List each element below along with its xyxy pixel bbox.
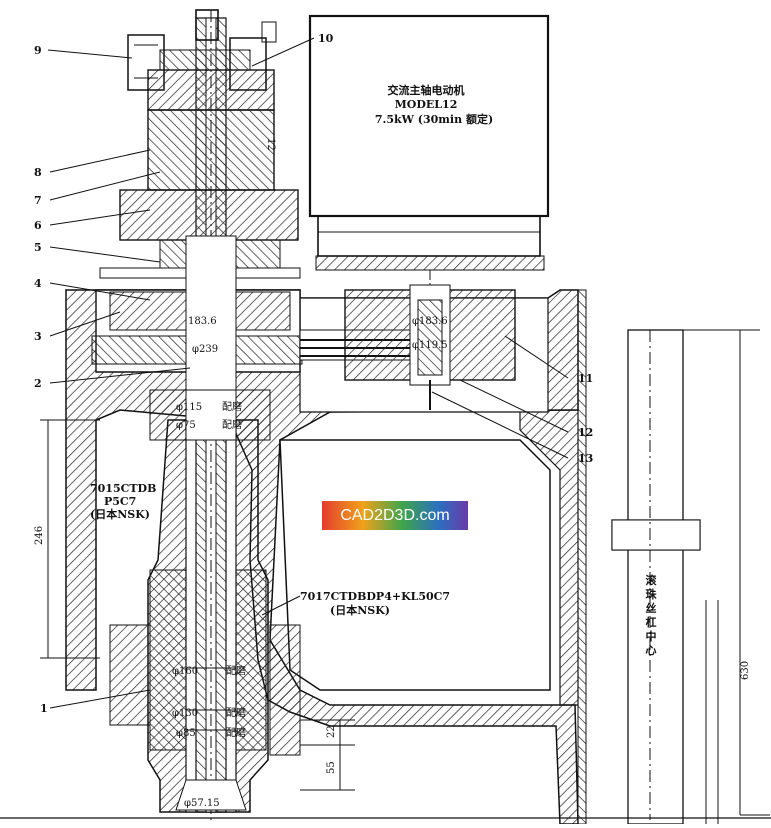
- motor-body: [308, 14, 550, 410]
- dim-57-15: φ57.15: [184, 798, 220, 809]
- screw-char-1: 滚: [646, 573, 658, 587]
- dim-22: 22: [326, 725, 337, 738]
- motor-pulley: [344, 284, 516, 410]
- top-fittings: [127, 9, 277, 91]
- dim-119-5: φ119.5: [412, 340, 448, 351]
- peimo-3: 配磨: [226, 665, 246, 677]
- ball-screw-center-label: 滚 珠 丝 杠 中 心: [646, 573, 658, 657]
- peimo-5: 配磨: [226, 727, 246, 739]
- peimo-2: 配磨: [222, 419, 242, 431]
- peimo-4: 配磨: [226, 707, 246, 719]
- part-number-5: 5: [34, 241, 42, 254]
- dimension-labels: 183.6 φ239 φ115 配磨 φ75 配磨 φ160 配磨 φ130 配…: [34, 138, 751, 809]
- part-number-4: 4: [34, 277, 42, 290]
- screw-char-2: 珠: [646, 587, 658, 601]
- dim-130: φ130: [172, 708, 198, 719]
- bearing-notes: 7015CTDB P5C7 (日本NSK) 7017CTDBDP4+KL50C7…: [90, 482, 450, 617]
- dim-246: 246: [34, 526, 45, 545]
- dim-160: φ160: [172, 666, 198, 677]
- lower-bearings: [109, 569, 301, 756]
- part-number-labels: 9 10 8 7 6 5 4 3 2 1 11 12 13: [34, 32, 593, 715]
- part-number-8: 8: [34, 166, 42, 179]
- peimo-1: 配磨: [222, 401, 242, 413]
- part-number-10: 10: [318, 32, 334, 45]
- leader-lines: [47, 37, 569, 709]
- screw-char-6: 心: [646, 644, 657, 657]
- part-number-11: 11: [578, 372, 593, 385]
- upper-bearing-line-2: P5C7: [104, 495, 136, 508]
- part-number-1: 1: [40, 702, 48, 715]
- part-number-6: 6: [34, 219, 42, 232]
- dimension-lines: [0, 419, 771, 819]
- part-number-9: 9: [34, 44, 42, 57]
- screw-char-5: 中: [646, 629, 657, 643]
- part-number-12: 12: [578, 426, 593, 439]
- part-number-7: 7: [34, 194, 42, 207]
- dim-183-6: 183.6: [188, 316, 217, 327]
- part-number-3: 3: [34, 330, 42, 343]
- dim-630: 630: [740, 661, 751, 680]
- lower-bearing-line-2: (日本NSK): [330, 603, 390, 617]
- upper-bearing-line-1: 7015CTDB: [90, 482, 156, 495]
- dim-115: φ115: [176, 402, 202, 413]
- motor-label: 交流主轴电动机 MODEL12 7.5kW (30min 额定): [375, 83, 493, 126]
- dim-12: 12: [265, 138, 276, 151]
- ball-screw-column: [611, 329, 770, 825]
- upper-assembly: [91, 69, 411, 441]
- lower-bearing-line-1: 7017CTDBDP4+KL50C7: [300, 590, 450, 603]
- watermark-badge: CAD2D3D.com: [322, 501, 468, 530]
- screw-char-4: 杠: [646, 615, 657, 629]
- dim-183-6b: φ183.6: [412, 316, 448, 327]
- dim-239: φ239: [192, 344, 218, 355]
- screw-char-3: 丝: [646, 601, 657, 615]
- motor-power: 7.5kW (30min 额定): [375, 112, 493, 126]
- motor-title: 交流主轴电动机: [388, 83, 465, 97]
- dim-85: φ85: [176, 728, 196, 739]
- dim-75: φ75: [176, 420, 196, 431]
- motor-model: MODEL12: [395, 98, 458, 111]
- part-number-13: 13: [578, 452, 593, 465]
- part-number-2: 2: [34, 377, 42, 390]
- dim-55: 55: [326, 761, 337, 774]
- upper-bearing-line-3: (日本NSK): [90, 507, 150, 521]
